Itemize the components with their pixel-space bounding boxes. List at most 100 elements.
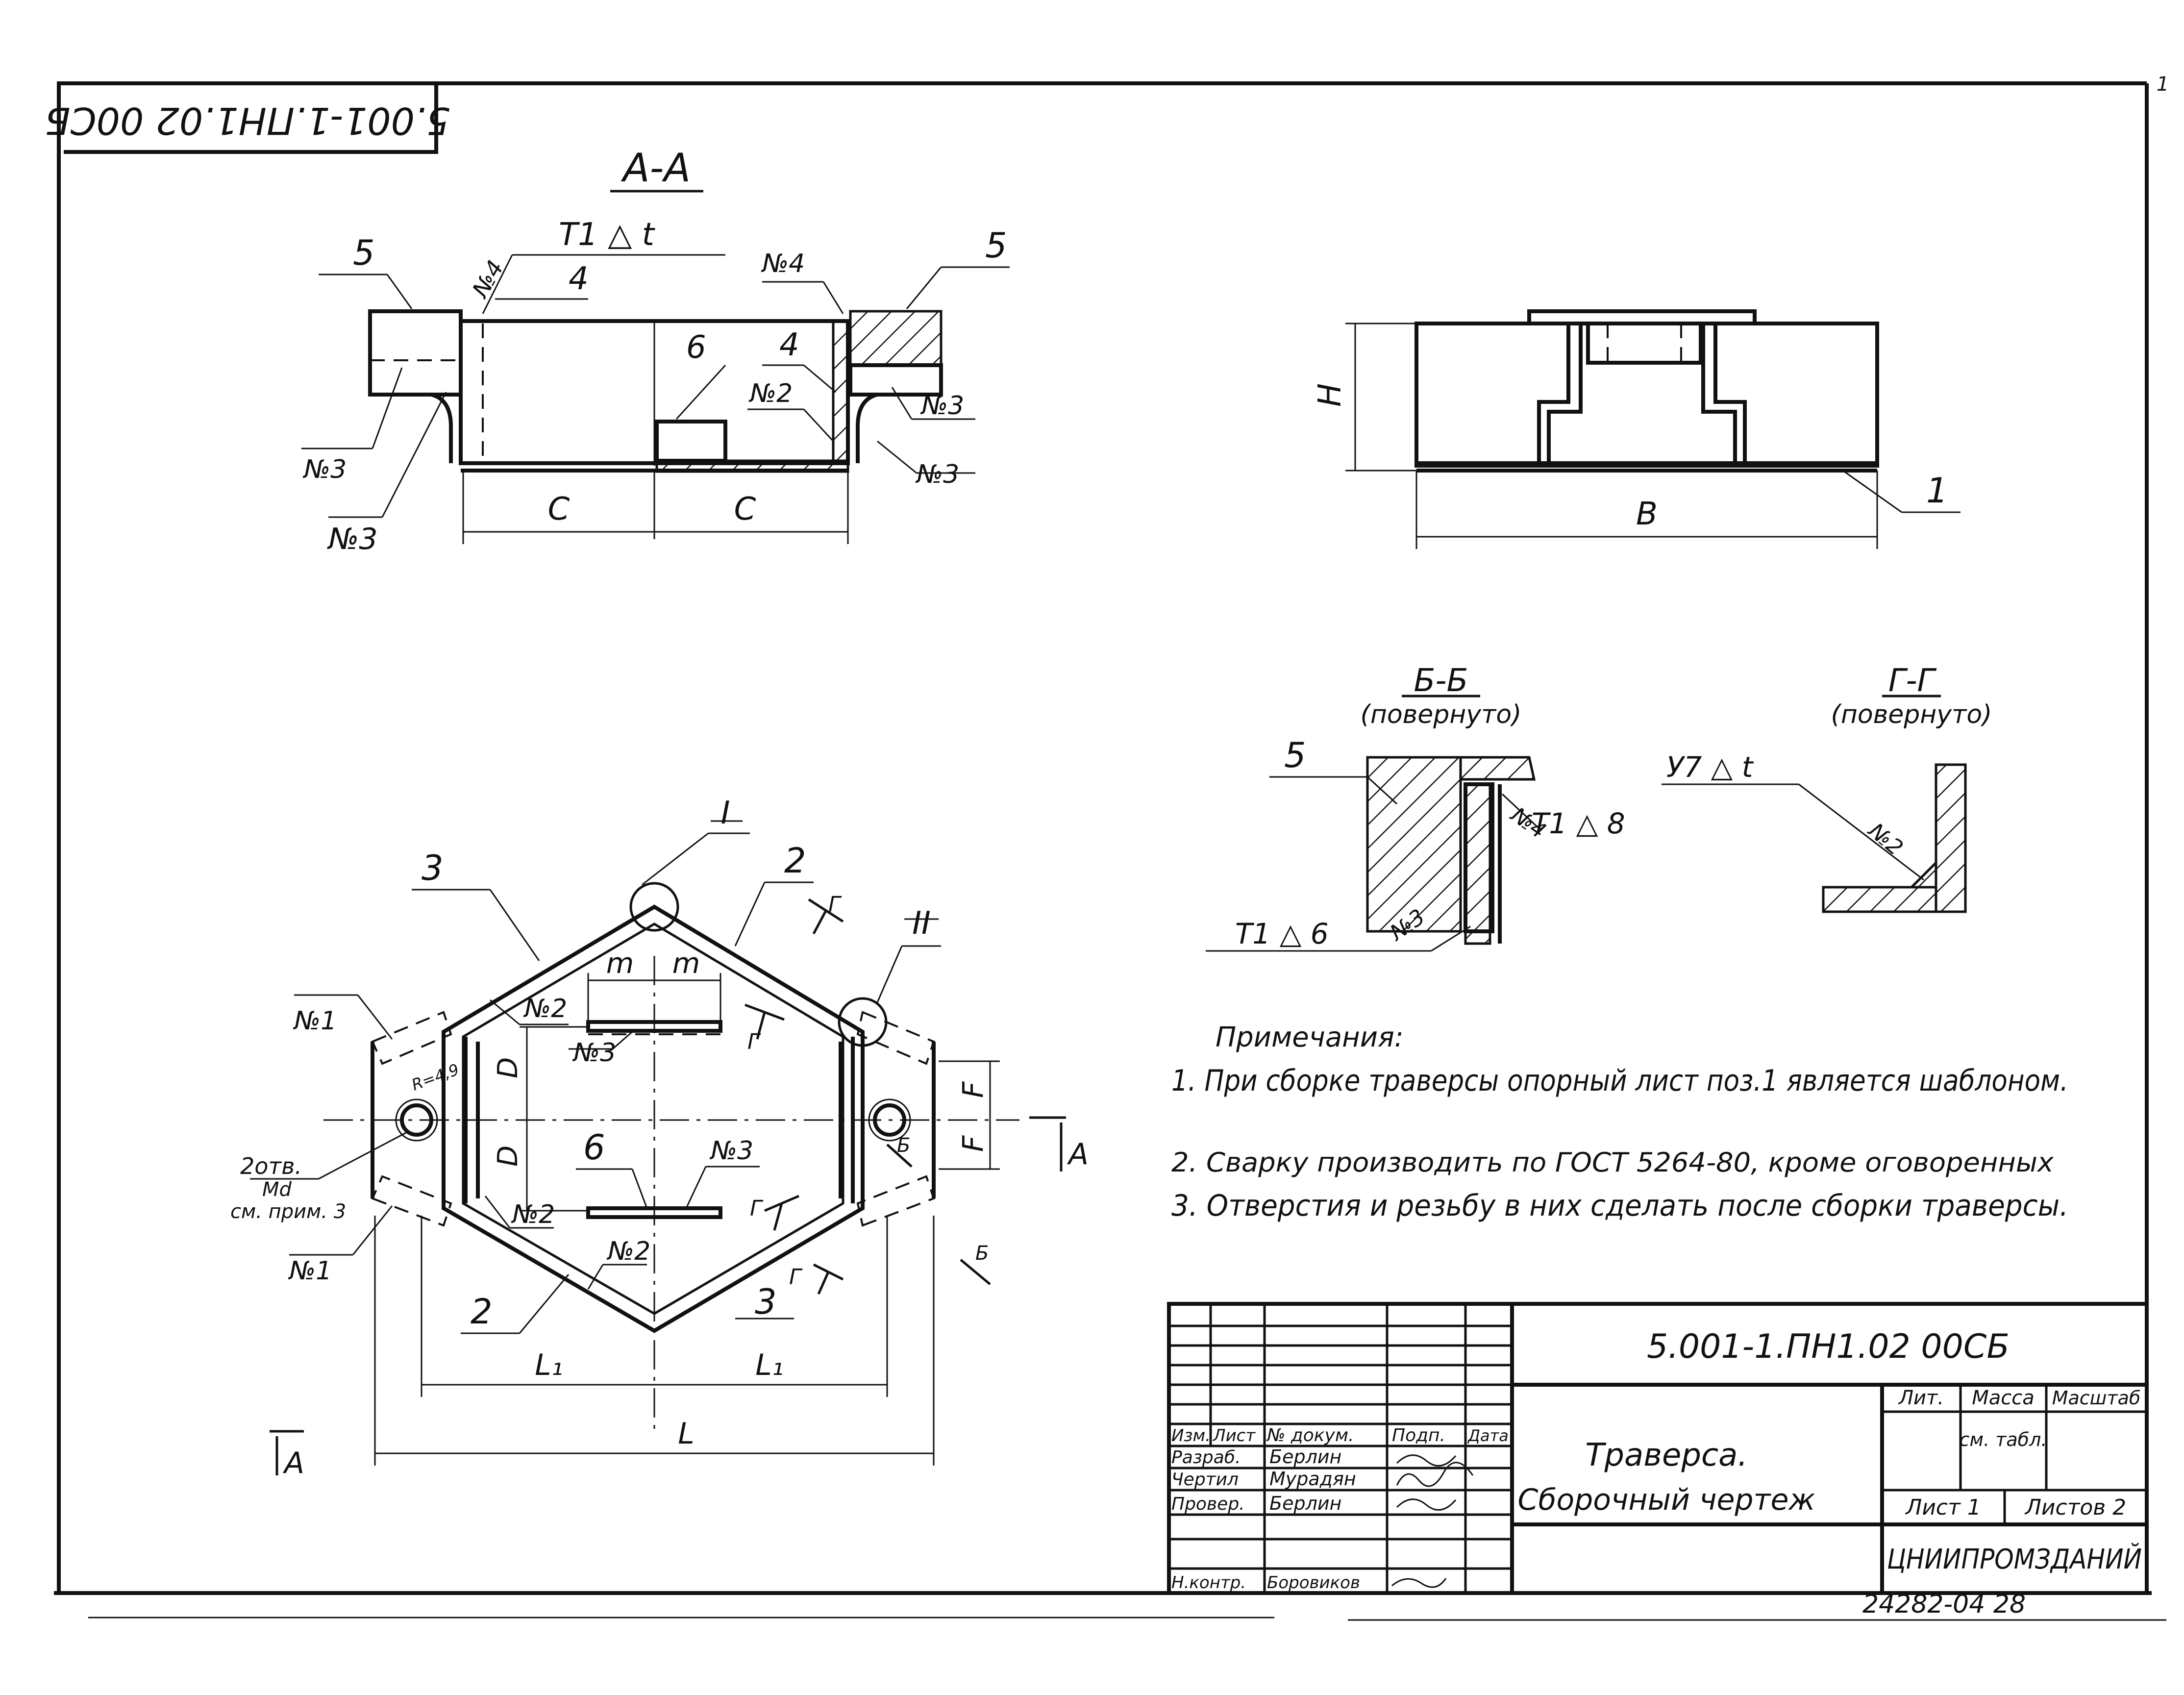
pos6-aa: 6 — [686, 329, 706, 366]
section-bb-note: (повернуто) — [1361, 700, 1522, 729]
radius-label: R=4,9 — [409, 1060, 462, 1095]
pos4-left: 4 — [569, 261, 589, 297]
hole-note-2: Md — [262, 1178, 292, 1201]
section-gg-title: Г-Г — [1888, 663, 1937, 699]
section-aa-title: А-А — [620, 145, 691, 191]
tb-sheets: Листов 2 — [2024, 1495, 2126, 1520]
signature-nkontr — [1391, 1578, 1447, 1588]
n4-right: №4 — [761, 249, 805, 278]
tb-hdr-izm: Изм. — [1171, 1426, 1211, 1446]
tb-org: ЦНИИПРОМЗДАНИЙ — [1887, 1544, 2142, 1575]
dim-b: B — [1636, 496, 1658, 532]
tb-name-nkontr: Боровиков — [1267, 1573, 1360, 1593]
dim-l1-right: L₁ — [755, 1348, 783, 1382]
page-mark: 1 — [2157, 73, 2169, 96]
n2-plan-bottom: №2 — [606, 1237, 650, 1266]
cut-b-1: Б — [897, 1134, 910, 1157]
cut-a-right: А — [1067, 1137, 1089, 1172]
section-bb-title: Б-Б — [1414, 663, 1468, 699]
n3-plan-bottom: №3 — [709, 1136, 753, 1166]
signature-razrab — [1396, 1454, 1457, 1467]
tb-designation: 5.001-1.ПН1.02 00СБ — [1647, 1327, 2010, 1366]
n3-right-bottom: №3 — [915, 460, 959, 489]
notes-block: Примечания: 1. При сборке траверсы опорн… — [1171, 1022, 2068, 1223]
tb-name-line1: Траверса. — [1585, 1437, 1747, 1473]
tb-hdr-date: Дата — [1467, 1426, 1509, 1445]
cut-g-1: Г — [828, 892, 842, 917]
n2-gg: №2 — [1863, 817, 1908, 860]
plan-view: I II 3 2 2 3 6 №3 №3 №2 №2 №2 №1 №1 2отв… — [230, 795, 1089, 1480]
footer-number: 24282-04 28 — [1862, 1590, 2026, 1619]
pos1-side: 1 — [1926, 471, 1948, 511]
n4-left: №4 — [466, 256, 509, 303]
note-1-line: 1. При сборке траверсы опорный лист поз.… — [1171, 1064, 2068, 1098]
dim-d-bottom: D — [492, 1146, 524, 1167]
weld-t1-6: Т1 △ 6 — [1235, 917, 1329, 950]
dim-m-right: m — [672, 947, 700, 980]
weld-u7-t: У7 △ t — [1666, 750, 1754, 784]
dim-m-left: m — [606, 947, 634, 980]
n1-plan-top: №1 — [293, 1006, 337, 1036]
n2-plan-left: №2 — [511, 1200, 555, 1229]
pos2-top: 2 — [784, 841, 806, 881]
weld-t1-8: Т1 △ 8 — [1532, 807, 1625, 840]
title-block: Изм. Лист № докум. Подп. Дата Разраб. Бе… — [1167, 1302, 2149, 1595]
pos5-left: 5 — [353, 233, 375, 273]
n2-plan-top: №2 — [523, 994, 567, 1023]
tb-hdr-doc: № докум. — [1266, 1425, 1354, 1446]
dim-d-top: D — [492, 1057, 524, 1078]
cut-b-2: Б — [975, 1242, 989, 1265]
tb-hdr-list: Лист — [1212, 1426, 1256, 1446]
hole-note-1: 2отв. — [240, 1153, 302, 1179]
n3-plan-top: №3 — [572, 1038, 616, 1068]
tb-name-razrab: Берлин — [1269, 1446, 1341, 1468]
dim-c-left: C — [548, 491, 570, 527]
cut-g-3: Г — [750, 1196, 764, 1221]
tb-col-lit: Лит. — [1898, 1387, 1944, 1409]
node-2: II — [912, 905, 931, 942]
n3-right-top: №3 — [920, 391, 964, 421]
dim-l: L — [678, 1417, 694, 1451]
notes-title: Примечания: — [1216, 1022, 1404, 1053]
tb-name-prover: Берлин — [1269, 1493, 1341, 1514]
cut-g-4: Г — [789, 1265, 803, 1290]
dim-l1-left: L₁ — [535, 1348, 563, 1382]
note-2-line: 2. Сварку производить по ГОСТ 5264-80, к… — [1171, 1147, 2054, 1178]
n2-aa: №2 — [748, 379, 793, 408]
pos4-right: 4 — [779, 327, 799, 363]
cut-g-2: Г — [747, 1029, 761, 1054]
hole-note-3: см. прим. 3 — [230, 1200, 346, 1223]
pos3-top: 3 — [422, 848, 444, 888]
dim-f-top: F — [956, 1081, 990, 1098]
dim-c-right: C — [734, 491, 756, 527]
section-bb-view: Б-Б (повернуто) 5 №4 Т1 △ 8 Т1 △ 6 №3 — [1206, 663, 1625, 952]
tb-name-chertil: Мурадян — [1269, 1468, 1356, 1490]
dim-f-bottom: F — [956, 1135, 990, 1152]
tb-role-prover: Провер. — [1171, 1494, 1245, 1514]
tb-col-mass: Масса — [1972, 1387, 2035, 1409]
tb-col-scale: Масштаб — [2052, 1387, 2141, 1409]
n1-plan-bottom: №1 — [288, 1256, 332, 1286]
tb-mass-value: см. табл. — [1960, 1429, 2047, 1450]
tb-role-nkontr: Н.контр. — [1171, 1573, 1246, 1593]
signature-prover — [1396, 1498, 1457, 1511]
n3-left-bottom: №3 — [327, 522, 378, 556]
side-view: H B 1 — [1312, 309, 1961, 549]
pos3-bottom: 3 — [755, 1282, 777, 1322]
tb-name-line2: Сборочный чертеж — [1518, 1483, 1815, 1517]
note-3-line: 3. Отверстия и резьбу в них сделать посл… — [1171, 1189, 2068, 1223]
node-1: I — [721, 795, 730, 831]
weld-t1-t: Т1 △ t — [559, 217, 656, 253]
pos5-right: 5 — [985, 225, 1007, 266]
section-gg-view: Г-Г (повернуто) У7 △ t №2 — [1662, 663, 1992, 913]
n3-left-top: №3 — [302, 455, 347, 484]
tb-sheet: Лист 1 — [1905, 1495, 1981, 1520]
dim-h: H — [1312, 383, 1348, 407]
signature-chertil — [1396, 1462, 1474, 1487]
pos5-bb: 5 — [1284, 735, 1306, 775]
cut-a-left: А — [282, 1446, 304, 1480]
pos2-bottom: 2 — [471, 1292, 493, 1332]
tb-hdr-sign: Подп. — [1392, 1425, 1445, 1446]
tb-role-razrab: Разраб. — [1171, 1447, 1241, 1468]
tb-role-chertil: Чертил — [1171, 1470, 1239, 1490]
